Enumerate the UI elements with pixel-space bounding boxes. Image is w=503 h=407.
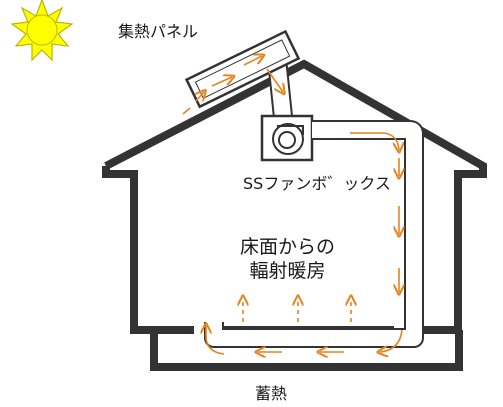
airflow-arrow-bottom-3 [206, 326, 225, 355]
radiant-heating-label-line2: 輻射暖房 [249, 260, 326, 282]
duct-main [204, 120, 424, 348]
solar-panel-label: 集熱パネル [118, 22, 199, 41]
airflow-arrow-panel-2 [211, 77, 232, 87]
airflow-arrow-panel-3 [243, 56, 262, 66]
heat-storage-label: 蓄熱 [255, 384, 288, 403]
fan-icon [272, 123, 304, 155]
airflow-arrow-top [350, 132, 399, 150]
airflow-arrow-panel-1 [196, 92, 204, 101]
foundation [150, 330, 463, 371]
house-outline [102, 59, 487, 371]
fan-box-label: SSファンボ゛ックス [243, 174, 391, 193]
airflow-arrow-corner [380, 329, 403, 352]
airflow-arrow-duct [266, 68, 283, 92]
sun-icon [10, 0, 74, 62]
airflow-arrows [182, 56, 403, 355]
fan-box [260, 114, 314, 162]
radiant-heating-label-line1: 床面からの [240, 236, 336, 258]
airflow-arrow-panel-out [182, 107, 191, 115]
solar-collector-panel [184, 29, 301, 109]
radiant-heating-label: 床面からの 輻射暖房 [240, 235, 335, 283]
